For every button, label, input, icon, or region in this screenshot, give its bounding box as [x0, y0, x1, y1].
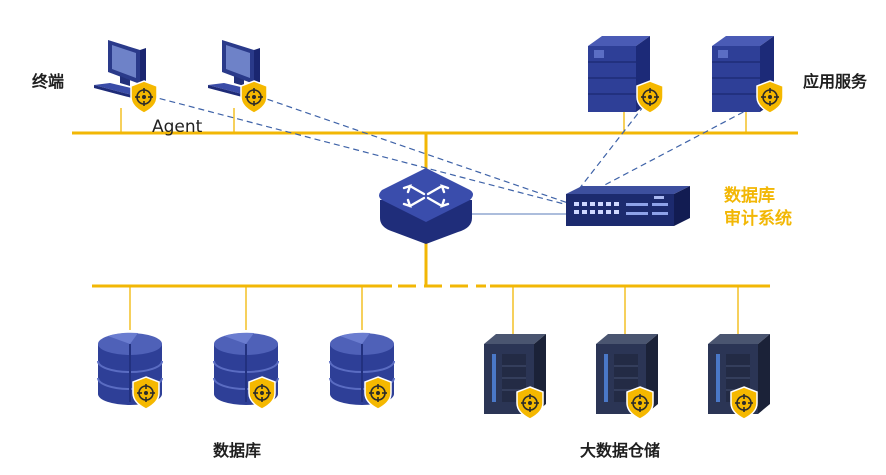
bigdata-server-1-shield-icon [516, 386, 544, 420]
audit-system-label-line2: 审计系统 [724, 209, 792, 229]
app-service-label: 应用服务 [803, 72, 868, 91]
terminal-pc-2-shield-icon [240, 80, 268, 114]
terminal-pc-1-shield-icon [130, 80, 158, 114]
audit-appliance-icon [566, 186, 690, 226]
agent-label: Agent [152, 117, 203, 137]
bigdata-label: 大数据仓储 [580, 441, 661, 460]
lower-drop-lines [129, 286, 739, 335]
audit-system-label-line1: 数据库 [724, 186, 775, 206]
network-switch-icon [379, 168, 473, 244]
bigdata-server-2-shield-icon [626, 386, 654, 420]
audit-system-label: 数据库 审计系统 [724, 185, 834, 231]
dashed-audit-links [149, 95, 771, 206]
bigdata-server-3-shield-icon [730, 386, 758, 420]
upper-drop-lines [120, 108, 747, 133]
database-label: 数据库 [213, 441, 262, 460]
terminal-label: 终端 [32, 72, 65, 91]
